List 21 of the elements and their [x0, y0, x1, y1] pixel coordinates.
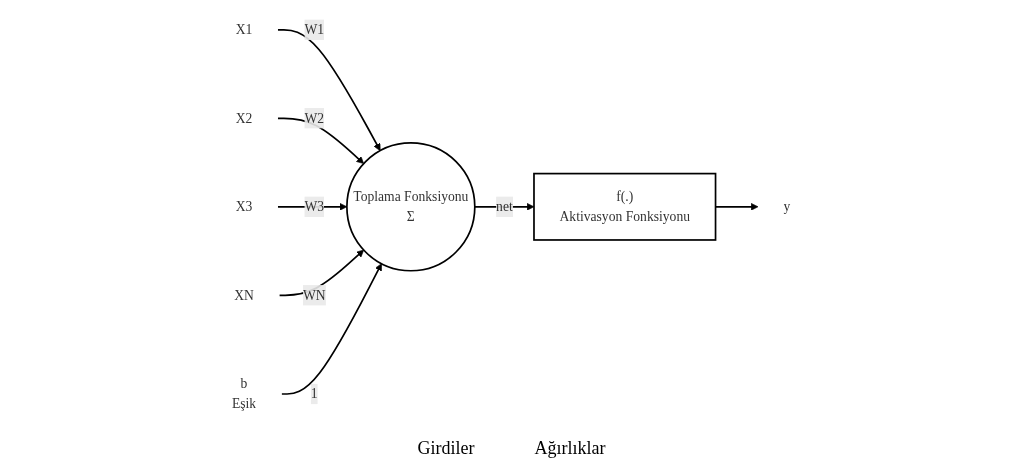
arrow: [715, 203, 759, 211]
edge-label: 1: [311, 386, 318, 401]
edge-label: W2: [304, 110, 325, 126]
node-text: X1: [236, 22, 253, 37]
node-circle: Toplama Fonksiyonu Σ: [346, 142, 476, 272]
edge-label: W1: [304, 22, 325, 37]
node-text: XN: [234, 287, 255, 303]
arrow: [277, 28, 381, 151]
node-box: f(.) Aktivasyon Fonksiyonu: [533, 172, 717, 241]
arrow: [277, 117, 365, 164]
caption-label: Ağırlıklar: [534, 438, 606, 459]
node-text: X3: [236, 199, 253, 214]
caption-label: Girdiler: [417, 438, 475, 459]
edge-label: WN: [303, 287, 326, 303]
edge-label: net: [496, 199, 514, 214]
node-text: y: [783, 199, 791, 214]
arrow: [281, 263, 383, 395]
node-text: b Eşik: [232, 376, 257, 412]
arrow: [278, 249, 365, 297]
node-text: X2: [236, 110, 253, 126]
edge-label: W3: [304, 199, 325, 214]
